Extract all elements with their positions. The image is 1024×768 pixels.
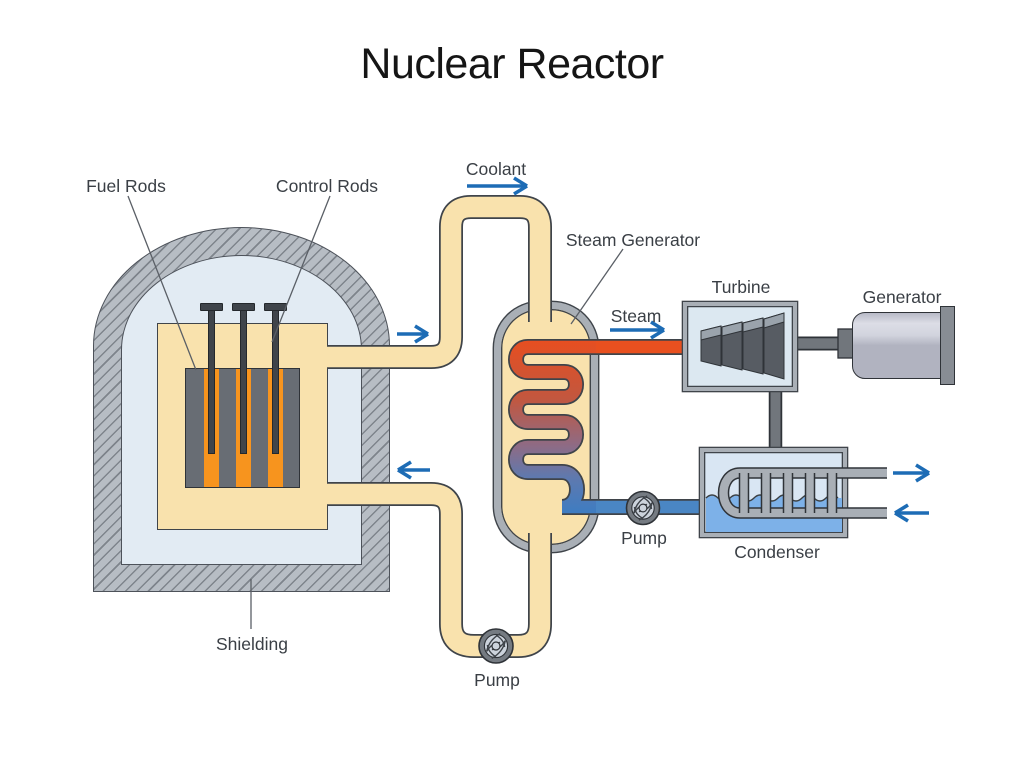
label-fuel-rods: Fuel Rods <box>86 176 166 196</box>
label-turbine: Turbine <box>711 277 771 297</box>
steam-generator-vessel <box>494 302 598 552</box>
turbine-blades-icon <box>700 312 785 380</box>
label-pump-primary: Pump <box>474 670 520 690</box>
cooling-water-out-arrow <box>893 463 930 483</box>
generator-body <box>852 312 944 379</box>
label-coolant: Coolant <box>465 159 527 179</box>
coolant-flow-arrow <box>467 176 528 196</box>
label-condenser: Condenser <box>734 542 820 562</box>
label-steam: Steam <box>610 306 662 326</box>
label-pump-condenser: Pump <box>621 528 667 548</box>
turbine-box <box>683 302 797 391</box>
pump-icon-condenser <box>625 490 661 526</box>
label-control-rods: Control Rods <box>275 176 379 196</box>
control-rod-shaft <box>207 310 215 454</box>
label-steam-generator: Steam Generator <box>565 230 701 250</box>
control-rod-shaft <box>239 310 247 454</box>
label-generator: Generator <box>862 287 942 307</box>
reactor-inlet-arrow <box>397 460 430 480</box>
condenser-box <box>700 448 847 537</box>
generator-end-cap <box>940 306 955 385</box>
cooling-water-in-arrow <box>894 503 929 523</box>
reactor-outlet-arrow <box>397 324 429 344</box>
label-shielding: Shielding <box>216 634 288 654</box>
control-rod-shaft <box>271 310 279 454</box>
page-title: Nuclear Reactor <box>360 40 664 88</box>
turbine-generator-shaft <box>793 328 857 359</box>
pump-icon-primary <box>478 628 514 664</box>
